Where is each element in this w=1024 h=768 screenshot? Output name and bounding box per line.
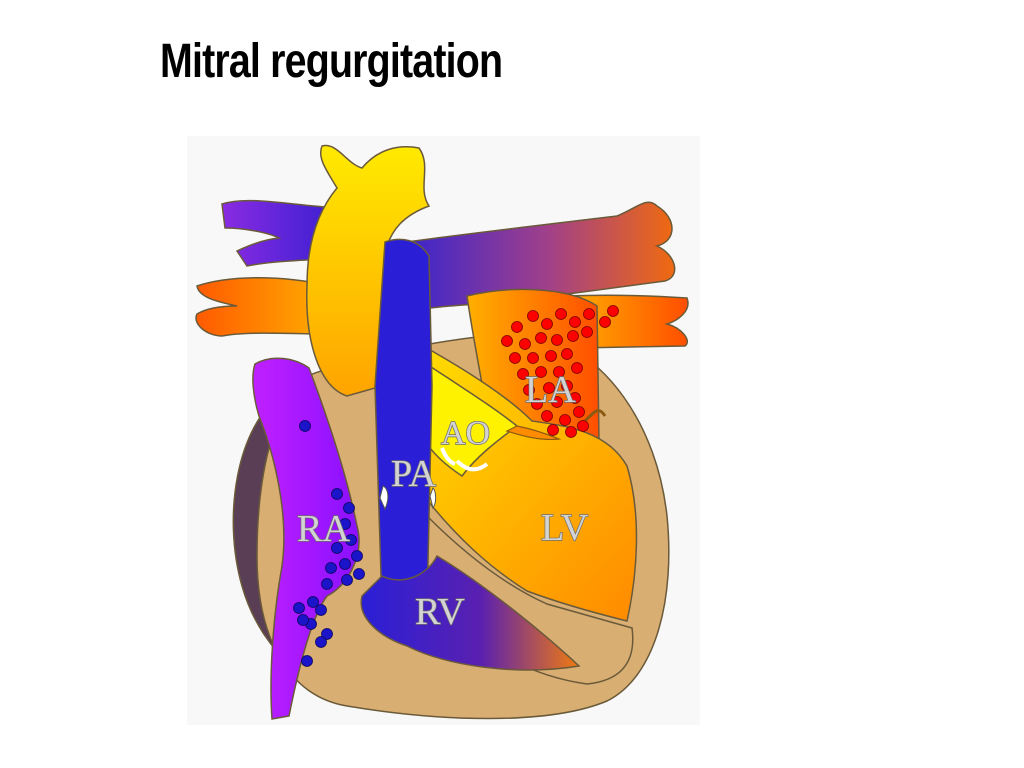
label-ra: RA	[297, 508, 350, 550]
aortic-valve	[455, 459, 489, 472]
label-ao: AO	[441, 415, 490, 452]
aortic-outflow	[421, 359, 519, 478]
right-ventricle	[360, 554, 581, 671]
heart-illustration: LA AO PA RA LV RV	[195, 144, 689, 720]
right-atrium	[252, 357, 360, 720]
label-rv: RV	[415, 591, 465, 633]
label-la: LA	[525, 369, 576, 411]
slide-title: Mitral regurgitation	[160, 35, 503, 88]
superior-vena-cava	[221, 199, 338, 267]
left-pulmonary-vessel	[195, 277, 333, 337]
pulmonary-artery	[374, 238, 433, 607]
venous-blood-cells	[293, 420, 365, 667]
pulmonary-valve	[379, 485, 389, 511]
mitral-valve	[505, 425, 562, 441]
heart-diagram: LA AO PA RA LV RV	[187, 136, 700, 725]
aortic-valve-lower	[440, 447, 456, 466]
label-pa: PA	[391, 453, 437, 495]
regurgitant-blood-cells	[501, 305, 619, 438]
pulmonary-valve-right	[429, 487, 437, 510]
label-lv: LV	[541, 507, 589, 549]
mitral-valve-flap	[583, 409, 607, 423]
